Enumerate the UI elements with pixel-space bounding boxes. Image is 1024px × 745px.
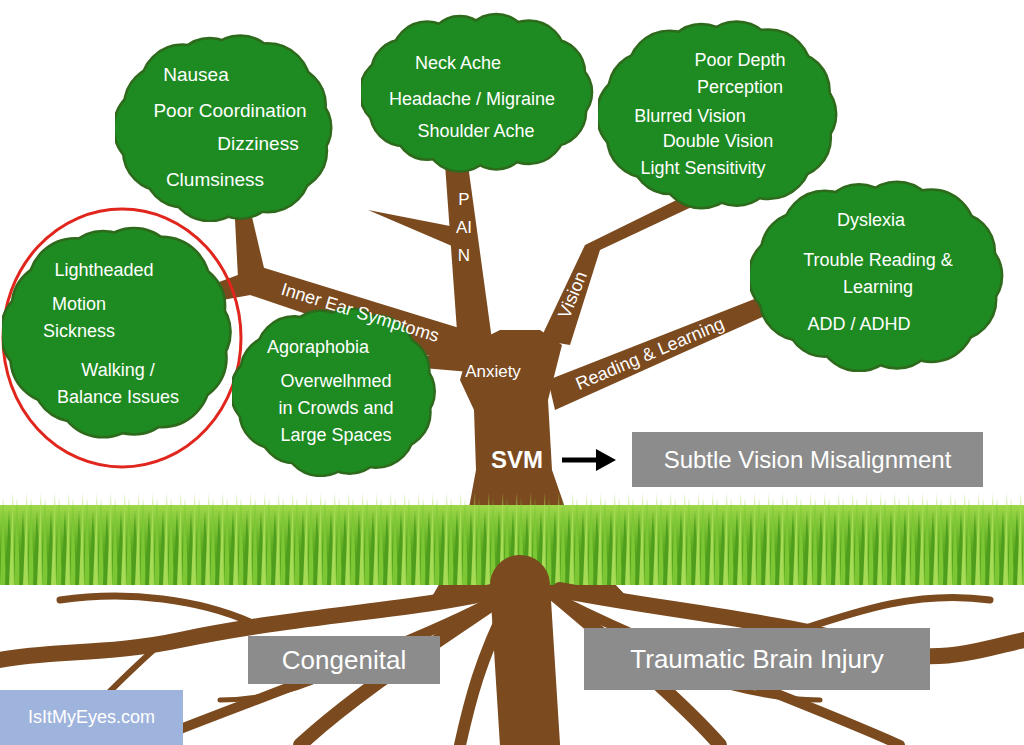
- symptom-text: Dizziness: [217, 130, 298, 159]
- symptom-text: Double Vision: [663, 128, 774, 155]
- symptom-text: Neck Ache: [415, 50, 501, 77]
- branch: [540, 186, 715, 345]
- symptom-text: Blurred Vision: [634, 103, 746, 130]
- symptom-text: Walking / Balance Issues: [51, 357, 186, 411]
- trunk-label: SVM: [491, 446, 543, 474]
- box-label: Congenital: [282, 645, 406, 676]
- grey-label-box: Traumatic Brain Injury: [584, 628, 930, 690]
- symptom-text: Overwelhmed in Crowds and Large Spaces: [274, 368, 399, 449]
- branch-label: Vision: [554, 268, 592, 321]
- symptom-text: ADD / ADHD: [807, 311, 910, 338]
- foliage-cloud: Neck AcheHeadache / MigraineShoulder Ach…: [365, 12, 595, 172]
- symptom-text: Dyslexia: [837, 207, 905, 234]
- box-label: IsItMyEyes.com: [28, 707, 155, 728]
- grey-label-box: Congenital: [248, 636, 440, 684]
- foliage-cloud: NauseaPoor CoordinationDizzinessClumsine…: [115, 35, 335, 220]
- symptom-text: Light Sensitivity: [640, 155, 765, 182]
- pointer-arrow: [562, 449, 616, 471]
- symptom-text: Poor Coordination: [153, 97, 306, 126]
- symptom-text: Lightheaded: [54, 257, 153, 284]
- foliage-cloud: LightheadedMotion SicknessWalking / Bala…: [14, 225, 235, 435]
- foliage-cloud: [750, 179, 1006, 373]
- box-label: Traumatic Brain Injury: [630, 644, 883, 675]
- symptom-text: Clumsiness: [166, 166, 264, 195]
- symptom-text: Shoulder Ache: [417, 118, 534, 145]
- branch-label: Anxiety: [465, 362, 521, 382]
- roots: [0, 585, 1024, 745]
- foliage-cloud: [115, 33, 335, 223]
- grey-label-box: Subtle Vision Misalignment: [632, 432, 983, 487]
- foliage-cloud: Poor Depth PerceptionBlurred VisionDoubl…: [598, 22, 840, 205]
- symptom-text: Headache / Migraine: [389, 86, 555, 113]
- branch: [368, 210, 452, 246]
- symptom-text: Trouble Reading & Learning: [778, 247, 978, 301]
- symptom-text: Poor Depth Perception: [678, 47, 803, 101]
- foliage-cloud: DyslexiaTrouble Reading & LearningADD / …: [765, 180, 1005, 372]
- branch-label: Reading & Learning: [573, 313, 728, 395]
- watermark-box: IsItMyEyes.com: [0, 690, 183, 745]
- branch: [444, 150, 492, 345]
- symptom-text: Nausea: [163, 61, 229, 90]
- highlight-circle: [3, 209, 241, 467]
- symptom-text: Agoraphobia: [267, 334, 369, 361]
- box-label: Subtle Vision Misalignment: [664, 446, 952, 474]
- vertical-branch-label: PAIN: [456, 186, 473, 270]
- symptom-text: Motion Sickness: [29, 291, 129, 345]
